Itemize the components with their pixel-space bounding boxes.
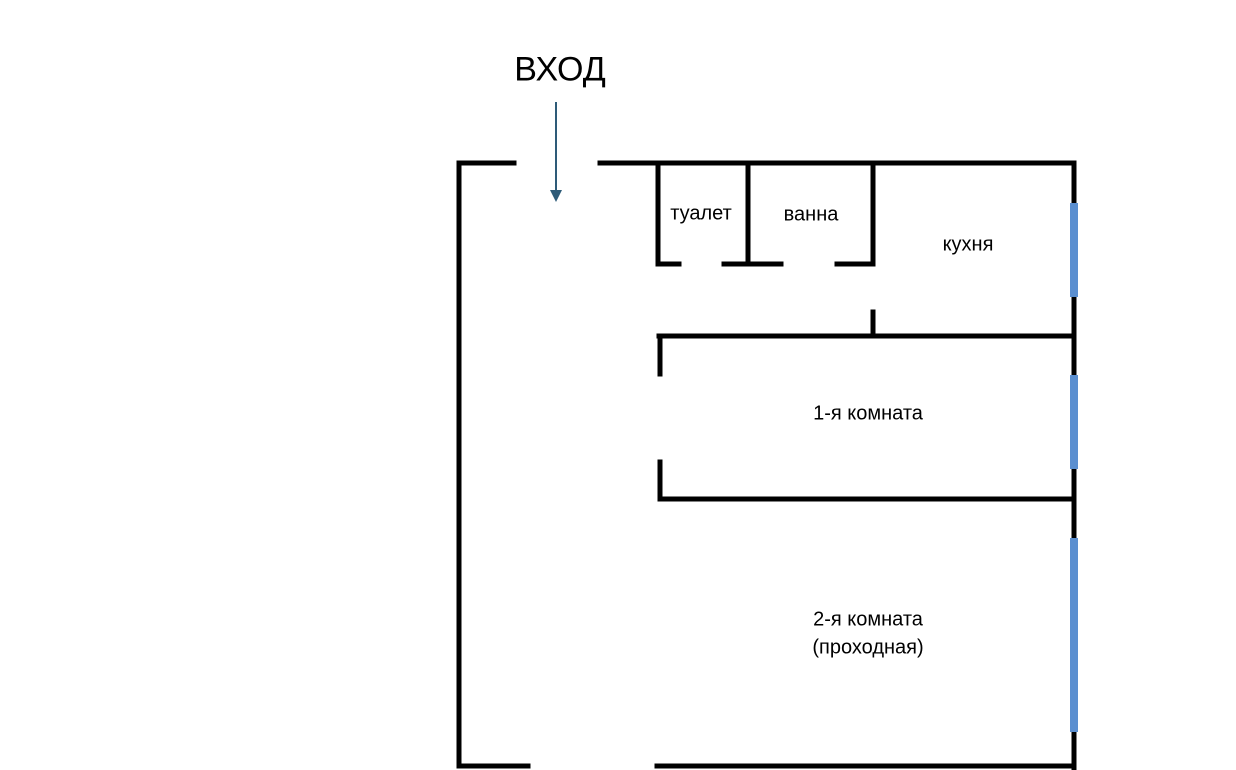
entrance-label: ВХОД <box>514 50 606 89</box>
room-label-bath: ванна <box>783 203 839 226</box>
room-label-room2: 2-я комната <box>813 608 923 631</box>
room-label-room1: 1-я комната <box>813 402 923 425</box>
entrance-arrow-icon <box>550 102 562 202</box>
room-label-room2-note: (проходная) <box>812 636 924 659</box>
room-label-kitchen: кухня <box>942 233 994 256</box>
room-label-toilet: туалет <box>670 202 732 225</box>
